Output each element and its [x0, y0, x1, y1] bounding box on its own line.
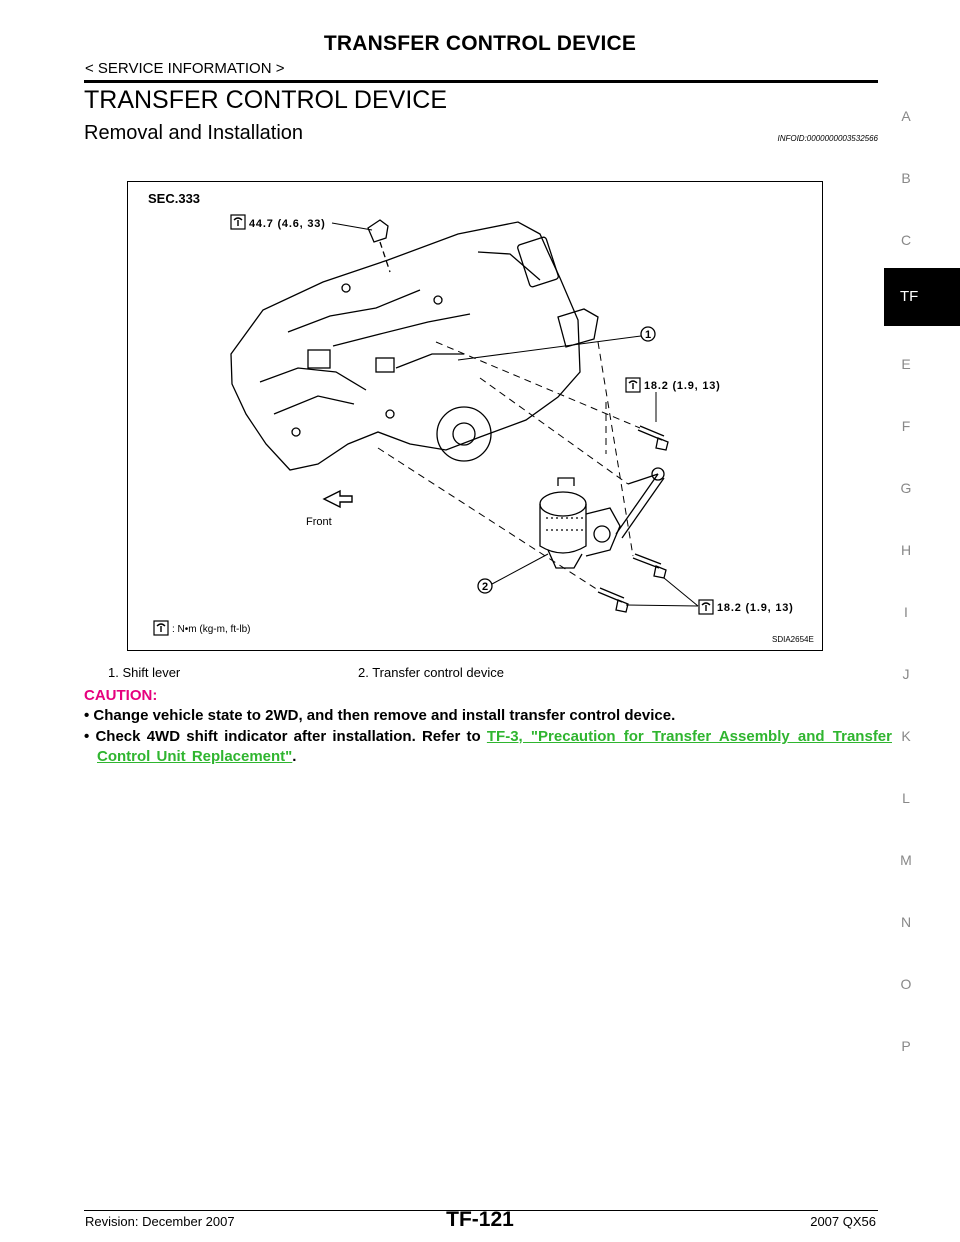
footer-rule: [84, 1210, 878, 1211]
footer-model: 2007 QX56: [810, 1214, 876, 1229]
side-index-o[interactable]: O: [900, 976, 912, 992]
transfer-control-device-illustration: [539, 477, 621, 569]
alignment-lines: [377, 341, 641, 591]
torque-spec-middle: 18.2 (1.9, 13): [644, 380, 721, 392]
side-index-k[interactable]: K: [901, 728, 911, 744]
side-index-g[interactable]: G: [900, 480, 912, 496]
figure-code: SDIA2654E: [772, 635, 814, 644]
side-index-m[interactable]: M: [900, 852, 912, 868]
section-subtitle: Removal and Installation: [84, 122, 304, 144]
side-index-j[interactable]: J: [902, 666, 910, 682]
caution-bullet-1: • Change vehicle state to 2WD, and then …: [84, 707, 676, 724]
side-index-l[interactable]: L: [902, 790, 910, 806]
torque-icon: [230, 214, 246, 230]
side-index-active-label[interactable]: TF: [900, 288, 919, 305]
side-index-p[interactable]: P: [901, 1038, 911, 1054]
side-index-a[interactable]: A: [901, 108, 911, 124]
bolt-lower-right: [632, 553, 667, 579]
caution-bullet-2-text: • Check 4WD shift indicator after instal…: [84, 728, 487, 745]
side-index-e[interactable]: E: [901, 356, 911, 372]
callout-circle: [477, 578, 493, 594]
footer-page-number: TF-121: [446, 1208, 514, 1231]
footer-revision: Revision: December 2007: [85, 1214, 235, 1229]
torque-icon: [153, 620, 169, 636]
side-index-tab-active[interactable]: TF: [884, 268, 960, 326]
bolt-middle: [637, 425, 669, 451]
unit-legend: : N•m (kg-m, ft-lb): [172, 624, 251, 635]
caution-heading: CAUTION:: [84, 687, 158, 704]
side-index-b[interactable]: B: [901, 170, 911, 186]
front-label: Front: [306, 516, 332, 528]
legend-transfer-control-device: 2. Transfer control device: [358, 665, 504, 680]
info-id: INFOID:0000000003532566: [777, 134, 878, 143]
legend-shift-lever: 1. Shift lever: [108, 665, 181, 680]
caution-bullet-2-end: .: [292, 748, 297, 765]
side-index-i[interactable]: I: [904, 604, 908, 620]
callout-1: 1: [645, 329, 651, 341]
torque-spec-bottom: 18.2 (1.9, 13): [717, 602, 794, 614]
reference-link[interactable]: TF-3, "Precaution for Transfer Assembly …: [97, 728, 892, 765]
torque-icon: [698, 599, 714, 615]
section-label: < SERVICE INFORMATION >: [85, 60, 285, 77]
bolt-top: [367, 219, 391, 273]
front-arrow-icon: [322, 489, 353, 509]
page-title: TRANSFER CONTROL DEVICE: [84, 86, 448, 114]
page-header-title: TRANSFER CONTROL DEVICE: [323, 32, 637, 55]
side-index-f[interactable]: F: [901, 418, 911, 434]
caution-bullet-2: • Check 4WD shift indicator after instal…: [84, 727, 892, 767]
shift-lever-rod: [615, 467, 665, 539]
sec-label: SEC.333: [148, 191, 200, 206]
side-index-n[interactable]: N: [900, 914, 912, 930]
callout-circle: [640, 326, 656, 342]
side-index-c[interactable]: C: [900, 232, 912, 248]
torque-icon: [625, 377, 641, 393]
callout-2: 2: [482, 581, 488, 593]
header-rule: [84, 80, 878, 83]
bolt-lower-left: [597, 587, 629, 613]
torque-spec-top: 44.7 (4.6, 33): [249, 218, 326, 230]
transfer-assembly-illustration: [230, 221, 599, 471]
side-index-h[interactable]: H: [900, 542, 912, 558]
exploded-view-figure: SEC.333 44.7 (4.6, 33) 18.2 (1.9, 13) 18…: [127, 181, 823, 651]
